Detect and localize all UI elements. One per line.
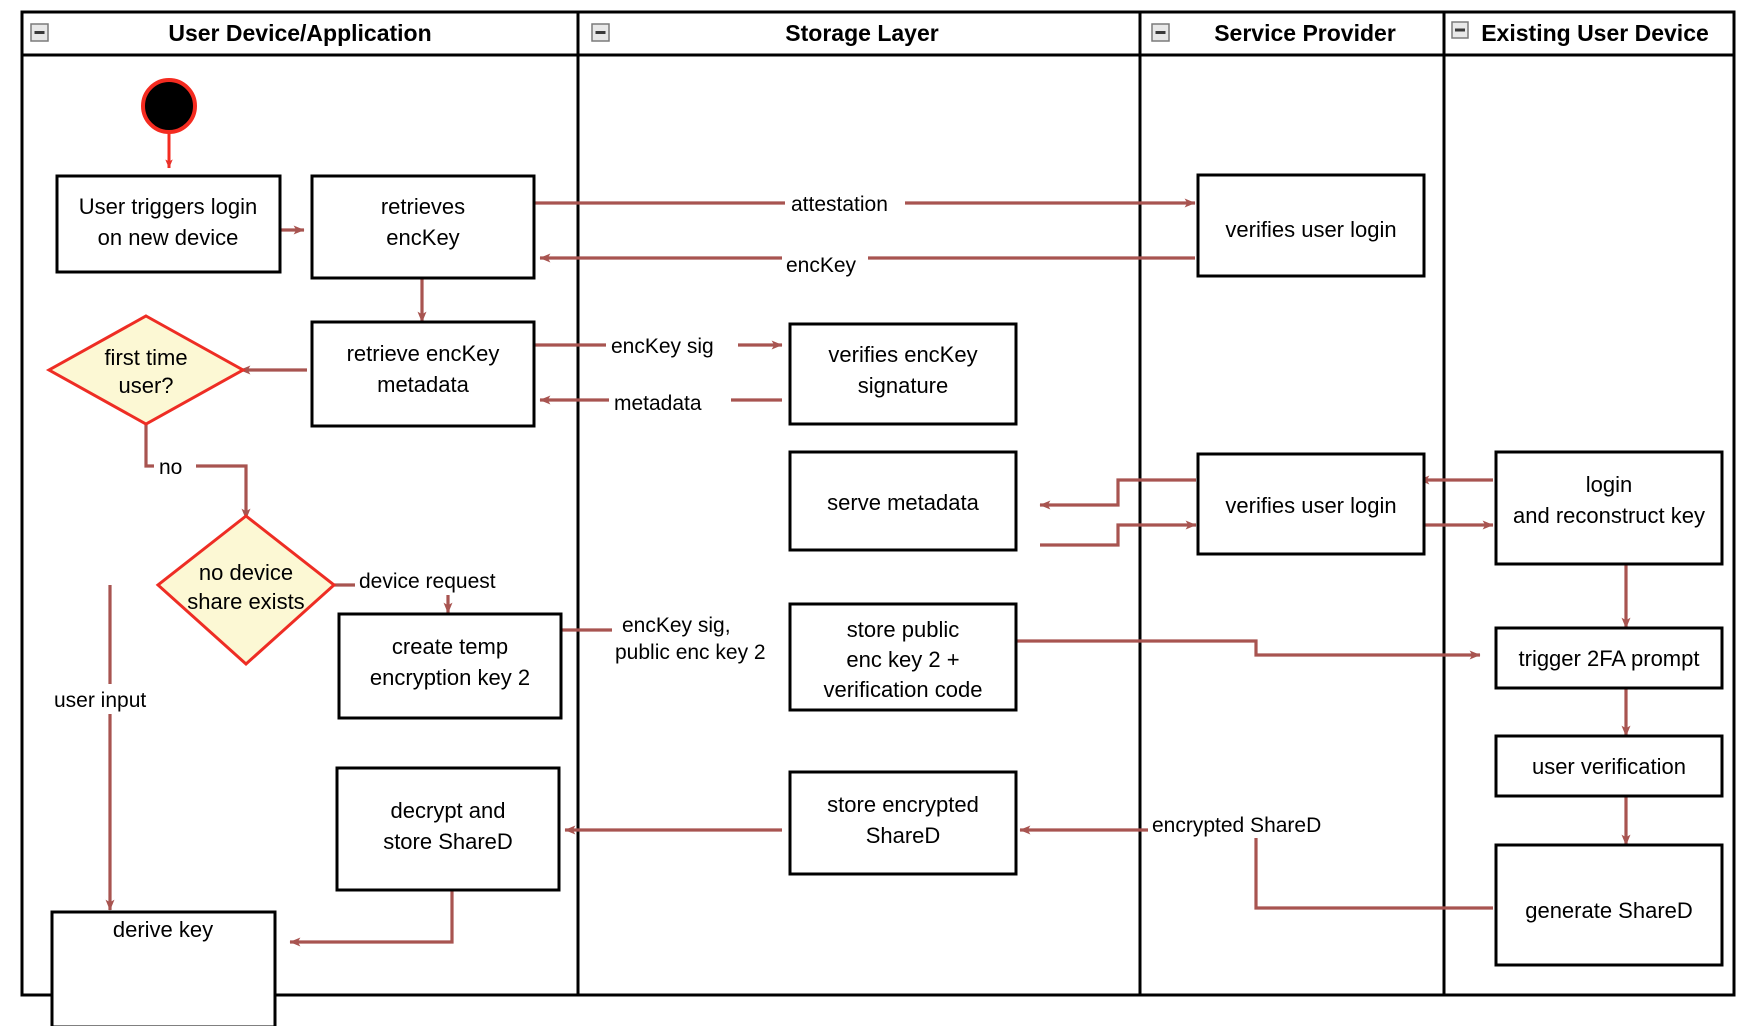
edge-label-attestation: attestation [791,193,888,216]
decision-label-line1: no device [199,560,293,585]
node-verifies-user-login-bottom[interactable]: verifies user login [1196,452,1426,556]
node-login-reconstruct-key[interactable]: login and reconstruct key [1494,450,1724,566]
node-label-line1: generate ShareD [1525,898,1693,923]
edge-label-user-input: user input [54,689,146,712]
node-verifies-user-login-top[interactable]: verifies user login [1196,173,1426,278]
node-label-line2: enc key 2 + [846,647,959,672]
node-label-line1: verifies user login [1225,493,1396,518]
node-serve-metadata[interactable]: serve metadata [788,450,1018,552]
edge-encrypted-shared [1019,825,1493,910]
node-label-line2: and reconstruct key [1513,503,1705,528]
edge-store-to-2fa [1010,639,1481,660]
node-verifies-enckey-signature[interactable]: verifies encKey signature [788,322,1018,426]
lane-header-label: Existing User Device [1481,20,1709,46]
node-label-line1: store encrypted [827,792,979,817]
lane-header-service-provider[interactable]: Service Provider [1151,20,1396,46]
node-retrieves-enckey[interactable]: retrieves encKey [310,174,536,280]
node-label-line2: encKey [386,225,459,250]
edge-label-no: no [159,456,182,479]
node-label-line1: user verification [1532,754,1686,779]
node-label-line2: encryption key 2 [370,665,530,690]
lane-header-label: Storage Layer [785,20,938,46]
node-label-line1: User triggers login [79,194,258,219]
decision-label-line1: first time [104,345,187,370]
edge-label-enckey: encKey [786,254,857,277]
node-label-line1: retrieve encKey [347,341,500,366]
node-derive-key[interactable]: derive key [50,910,277,1026]
node-label-line1: trigger 2FA prompt [1519,646,1700,671]
start-node[interactable] [141,78,197,134]
node-label-line1: decrypt and [391,798,506,823]
collapse-minus-icon[interactable] [30,23,49,42]
edge-label-enckey-sig-pub2-line1: encKey sig, [622,614,731,637]
node-label-line1: derive key [113,917,213,942]
lane-header-existing-device[interactable]: Existing User Device [1451,20,1709,46]
node-label-line2: store ShareD [383,829,513,854]
lane-header-label: User Device/Application [168,20,431,46]
edge-label-encrypted-shared: encrypted ShareD [1152,814,1321,837]
lane-header-storage[interactable]: Storage Layer [591,20,939,46]
node-user-verification[interactable]: user verification [1494,734,1724,798]
edge-label-device-request: device request [359,570,496,593]
node-label-line1: login [1586,472,1632,497]
node-trigger-2fa-prompt[interactable]: trigger 2FA prompt [1494,626,1724,690]
node-label-line1: create temp [392,634,508,659]
node-store-public-enc-key[interactable]: store public enc key 2 + verification co… [788,602,1018,712]
node-label-line2: on new device [98,225,239,250]
node-label-line1: verifies user login [1225,217,1396,242]
node-create-temp-encryption-key[interactable]: create temp encryption key 2 [337,612,563,720]
edge-label-group: attestation encKey encKey sig metadata n… [50,188,1338,838]
edge-provider-to-serve-metadata [1039,478,1196,510]
collapse-minus-icon[interactable] [591,23,610,42]
edge-decrypt-to-derive [289,889,454,947]
edge-label-enckey-sig-pub2-line2: public enc key 2 [615,641,766,664]
node-label-line2: ShareD [866,823,941,848]
edge-serve-metadata-to-provider [1040,520,1197,547]
lane-header-label: Service Provider [1214,20,1396,46]
node-label-line1: serve metadata [827,490,979,515]
collapse-minus-icon[interactable] [1451,21,1469,39]
decision-no-device-share[interactable]: no device share exists [155,514,337,667]
node-label-line1: verifies encKey [828,342,977,367]
decision-label-line2: share exists [187,589,304,614]
node-label-line1: store public [847,617,960,642]
collapse-minus-icon[interactable] [1151,23,1170,42]
node-decrypt-store-shared[interactable]: decrypt and store ShareD [335,766,561,892]
lane-header-user-device[interactable]: User Device/Application [30,20,432,46]
node-label-line3: verification code [824,677,983,702]
node-retrieve-enckey-metadata[interactable]: retrieve encKey metadata [310,320,536,428]
node-label-line2: metadata [377,372,469,397]
node-user-triggers-login[interactable]: User triggers login on new device [55,174,282,274]
decision-label-line2: user? [118,373,173,398]
node-store-encrypted-shared[interactable]: store encrypted ShareD [788,770,1018,876]
edge-label-metadata: metadata [614,392,702,415]
decision-first-time-user[interactable]: first time user? [45,314,247,426]
edge-label-enckey-sig: encKey sig [611,335,714,358]
node-label-line2: signature [858,373,949,398]
node-generate-shared[interactable]: generate ShareD [1494,843,1724,967]
node-label-line1: retrieves [381,194,465,219]
